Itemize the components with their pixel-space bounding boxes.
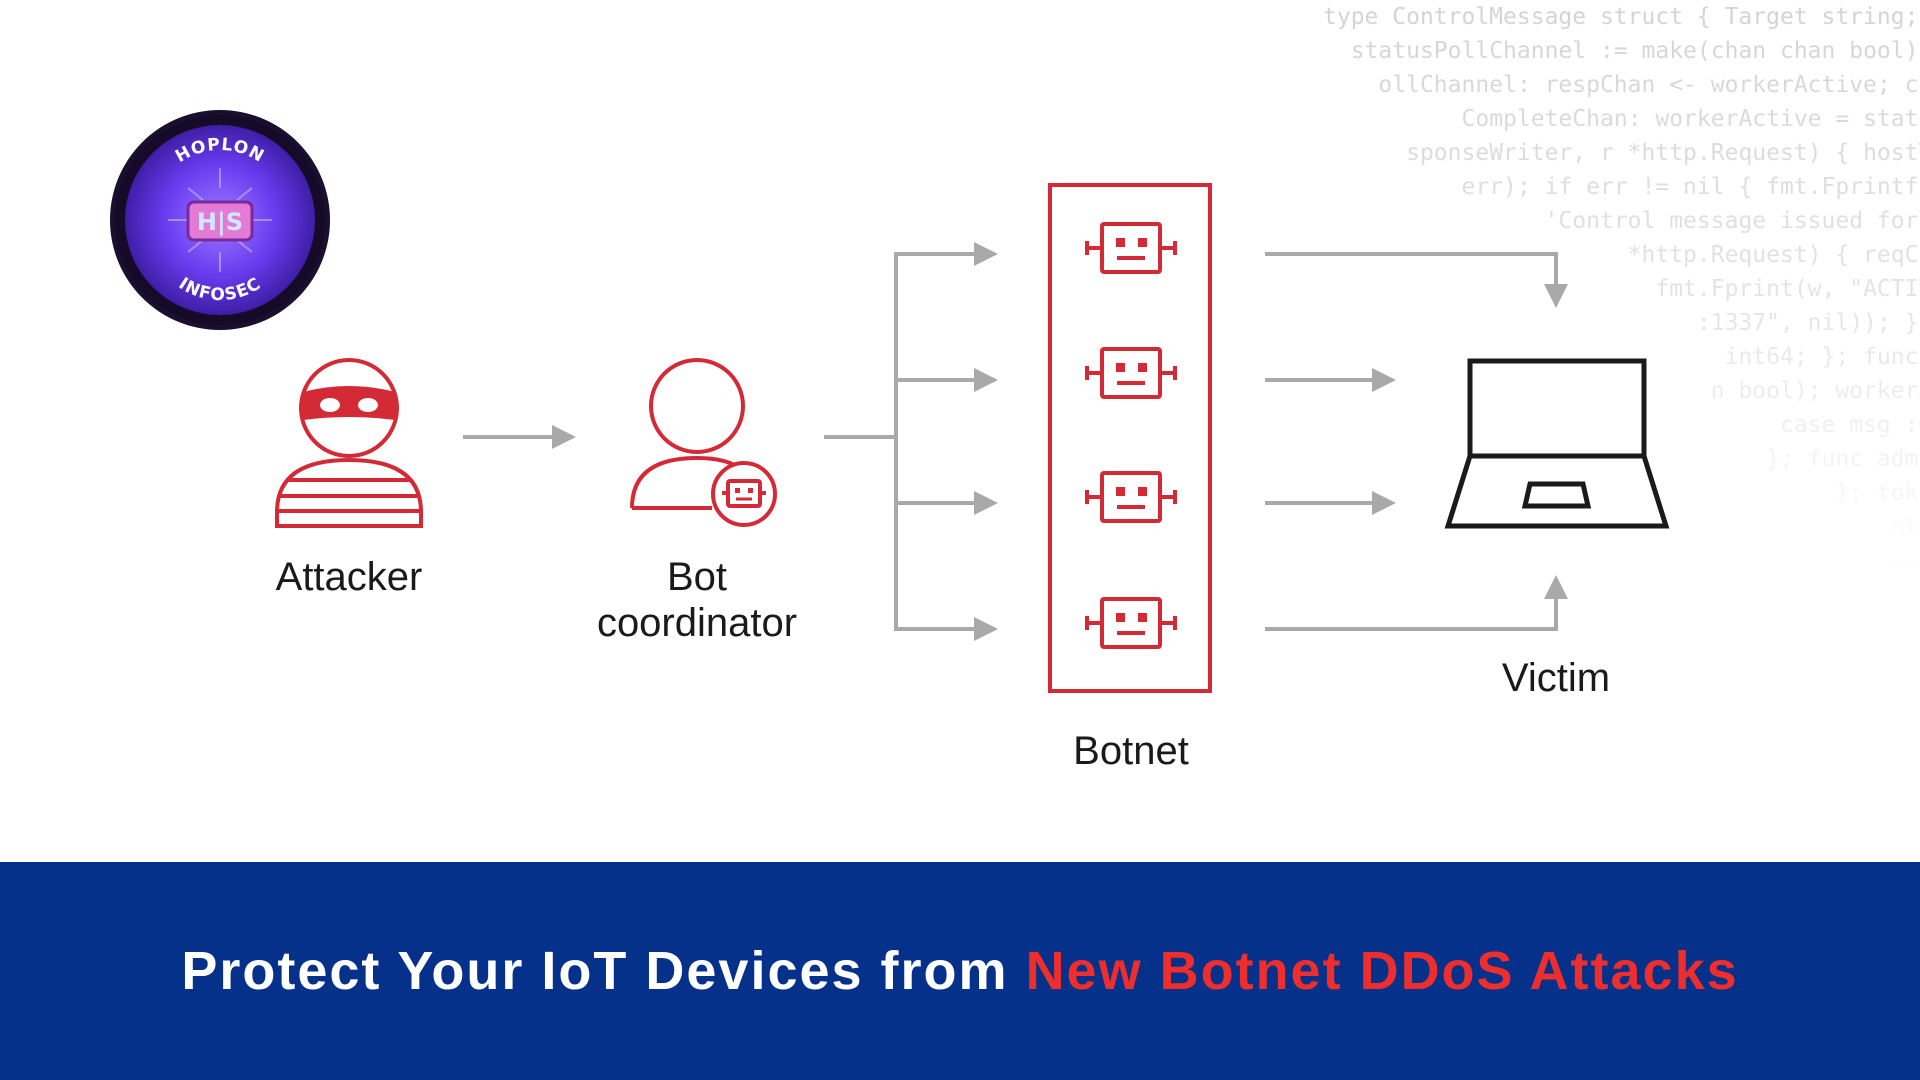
botnet-label: Botnet	[1073, 729, 1189, 773]
banner-title: Protect Your IoT Devices from New Botnet…	[181, 940, 1738, 1002]
code-line: int64; }; func ma	[1724, 344, 1919, 370]
code-line: ntf(w	[1890, 514, 1920, 540]
arrow-attacker-to-coordinator	[463, 425, 576, 449]
code-line: case msg := <	[1779, 412, 1920, 438]
banner-title-part1: Protect Your IoT Devices from	[181, 941, 1026, 1001]
code-line: 'Control message issued for Ta	[1544, 208, 1920, 234]
code-line: }; func admin(	[1766, 446, 1920, 472]
code-line: useTo	[1890, 548, 1920, 574]
code-line: }; tokens	[1835, 480, 1920, 506]
victim-label: Victim	[1501, 656, 1611, 700]
botnet-diagram	[275, 183, 1670, 693]
logo-center-text: H|S	[197, 208, 243, 236]
code-line: ollChannel: respChan <- workerActive; ca…	[1378, 72, 1920, 98]
bot-icon-3	[1085, 471, 1177, 523]
fanout-connectors	[824, 242, 998, 641]
laptop-icon	[1444, 358, 1670, 529]
code-line: n bool); workerAct	[1710, 378, 1920, 404]
hoplon-infosec-logo: H|S HOPLON INFOSEC	[110, 110, 330, 330]
bot-icon-1	[1085, 222, 1177, 274]
code-line: :1337", nil)); };pa	[1696, 310, 1920, 336]
code-background: type ControlMessage struct { Target stri…	[1100, 0, 1920, 680]
bot-coordinator-label: Bot coordinator	[597, 554, 797, 646]
bot-coordinator-label-line2: coordinator	[596, 601, 798, 645]
attack-connectors	[1265, 252, 1568, 631]
banner-title-highlight: New Botnet DDoS Attacks	[1025, 941, 1739, 1001]
code-line: CompleteChan: workerActive = status;	[1461, 106, 1920, 132]
code-line: fmt.Fprint(w, "ACTIVE"	[1655, 276, 1920, 302]
bot-coordinator-icon	[630, 358, 777, 527]
attacker-icon	[275, 358, 423, 528]
bot-coordinator-label-line1: Bot	[666, 555, 728, 599]
botnet-box	[1048, 183, 1212, 693]
bot-icon-4	[1085, 597, 1177, 649]
code-line: type ControlMessage struct { Target stri…	[1323, 4, 1920, 30]
code-line: *http.Request) { reqChan	[1627, 242, 1920, 268]
attacker-label: Attacker	[275, 555, 423, 599]
title-banner: Protect Your IoT Devices from New Botnet…	[0, 862, 1920, 1080]
bot-icon-2	[1085, 347, 1177, 399]
code-line: statusPollChannel := make(chan chan bool…	[1350, 38, 1920, 64]
code-line: sponseWriter, r *http.Request) { hostTok	[1406, 140, 1920, 166]
code-line: err); if err != nil { fmt.Fprintf(w,	[1461, 174, 1920, 200]
